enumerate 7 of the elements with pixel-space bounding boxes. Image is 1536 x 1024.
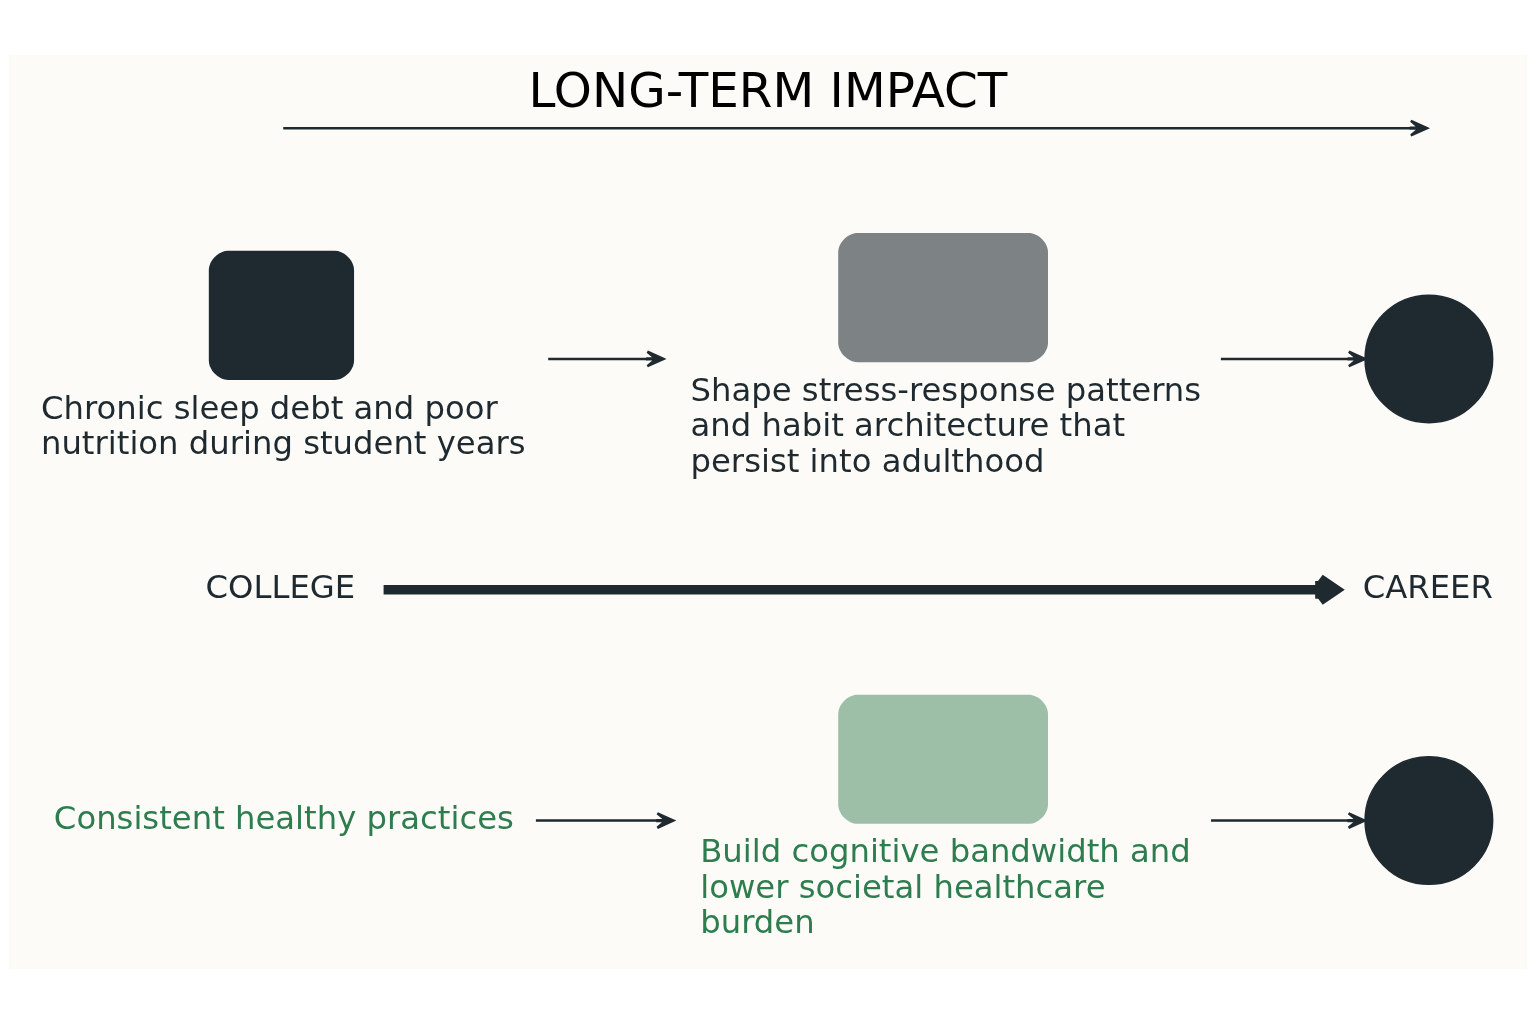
node-label: Build cognitive bandwidth and lower societal healthcare burden: [700, 832, 1191, 942]
node-text: CAREER: [1362, 567, 1493, 606]
diagram-title: LONG-TERM IMPACT: [528, 61, 1008, 118]
node-label: Shape stress-response patterns and habit architecture that persist into adulthood: [690, 370, 1202, 480]
node-text: Consistent healthy practices: [53, 798, 514, 837]
node-label: Chronic sleep debt and poor nutrition during student years: [40, 388, 526, 463]
node-text: COLLEGE: [205, 567, 356, 606]
